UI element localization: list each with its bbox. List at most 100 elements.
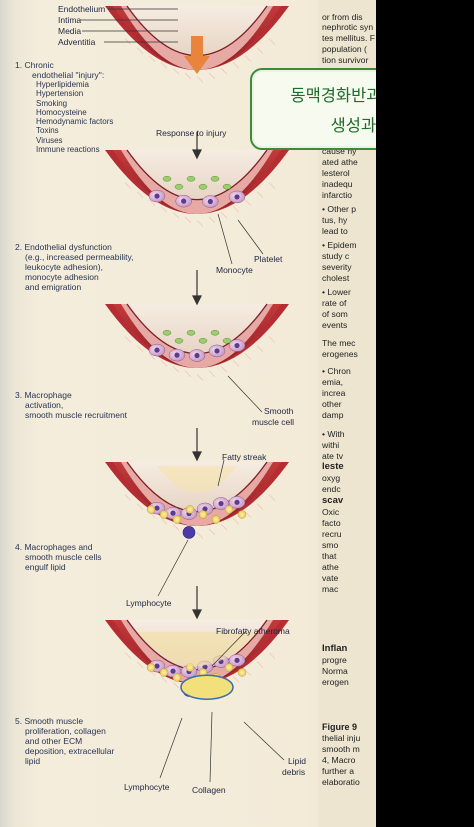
stage-1-line-2: endothelial "injury": [32,70,105,80]
right-column-line: athe [322,562,339,572]
media-fiber [148,199,156,206]
stage-5-number: 5. [15,716,23,726]
media-fiber [124,336,132,343]
right-column-line: Figure 9 [322,722,358,732]
stage-2-line-4: monocyte adhesion [25,272,99,282]
smooth-muscle-label-1: Smooth [264,406,294,416]
lipid-droplet [224,663,234,672]
media-fiber [160,206,168,213]
cell-nucleus [154,193,160,199]
lipid-droplet [211,515,221,524]
black-margin [376,0,474,827]
media-fiber [268,38,276,45]
fibrofatty-label: Fibrofatty atheroma [216,626,290,636]
stage-4-line-3: engulf lipid [25,562,66,572]
right-column-line: ate tv [322,451,344,461]
arrow-2-3-head [192,295,202,306]
cell-nucleus [174,352,180,358]
media-fiber [208,216,216,224]
right-column-line: further a [322,766,355,776]
lipid-droplet [146,663,156,672]
media-fiber [256,345,264,352]
cell-nucleus [154,663,160,669]
cell-nucleus [154,347,160,353]
stage-4-line-2: smooth muscle cells [25,552,102,562]
right-column-line: • With [322,429,345,439]
media-fiber [268,182,276,189]
cell-nucleus [234,194,240,200]
vessel-endothelium [126,149,268,201]
lipid-droplet [185,505,195,514]
platelet [210,330,220,336]
right-column-line: erogenes [322,349,358,359]
platelet [198,338,208,344]
right-column-line: that [322,551,337,561]
media-fiber [136,345,144,352]
platelet [174,338,184,344]
platelet [222,338,232,344]
media-fiber [160,676,168,683]
vessel-intima [121,6,273,70]
stage-1-line-1: Chronic [24,60,54,70]
cell-nucleus [202,664,208,670]
right-column-line: withi [322,440,340,450]
stage-1-bullet: Hypertension [36,89,84,99]
media-fiber [244,511,252,518]
media-fiber [208,528,216,536]
right-column-line: cause hy [322,146,357,156]
right-column-line: endc [322,484,341,494]
right-column-line: recru [322,529,342,539]
right-column-line: infarctio [322,190,353,200]
stage-3-line-3: smooth muscle recruitment [25,410,128,420]
media-fiber [172,211,180,219]
arrow-3-4-head [192,451,202,462]
right-column-line: tus, hy [322,215,348,225]
stage-4-number: 4. [15,542,23,552]
media-fiber [208,72,216,80]
platelet [198,184,208,190]
right-column-line: of som [322,309,348,319]
lymphocyte-label-5: Lymphocyte [124,782,170,792]
stage-2-line-5: and emigration [25,282,82,292]
platelet [162,176,172,182]
right-column-line: erogen [322,677,349,687]
stage-3-line-2: activation, [25,400,64,410]
media-fiber [184,370,192,378]
right-column-line: rate of [322,298,347,308]
stage-1-caption: 1. Chronic endothelial "injury": Hyperli… [15,60,113,154]
lipid-label-2: debris [282,767,306,777]
fatty-streak-area [157,466,237,493]
lipid-core [180,674,234,700]
right-column-line: smooth m [322,744,360,754]
right-column-line: Norma [322,666,348,676]
right-column-line: • Lower [322,287,351,297]
vessel-media [113,6,281,70]
cell-nucleus [207,198,213,205]
vessel-adventitia [105,6,289,70]
right-column-line: tes mellitus. F [322,33,376,43]
stage-2-number: 2. [15,242,23,252]
right-column-line: events [322,320,348,330]
collagen-label: Collagen [192,785,226,795]
stage-5-line-4: deposition, extracellular [25,746,115,756]
lymphocyte-label-4: Lymphocyte [126,598,172,608]
right-column-line: The mec [322,338,356,348]
lipid-droplet [159,510,169,519]
media-fiber [232,206,240,213]
media-fiber [196,532,204,539]
media-fiber [196,374,204,381]
stage-3-line-1: Macrophage [24,390,72,400]
media-fiber [268,494,276,501]
right-column-line: increa [322,388,346,398]
media-fiber [220,365,228,373]
stage-5-line-3: and other ECM [25,736,83,746]
media-fiber [124,494,132,501]
right-column-line: mac [322,584,339,594]
media-fiber [244,55,252,62]
media-fiber [244,669,252,676]
media-fiber [220,211,228,219]
platelet [186,330,196,336]
media-fiber [256,661,264,668]
media-fiber [172,523,180,531]
media-fiber [256,503,264,510]
